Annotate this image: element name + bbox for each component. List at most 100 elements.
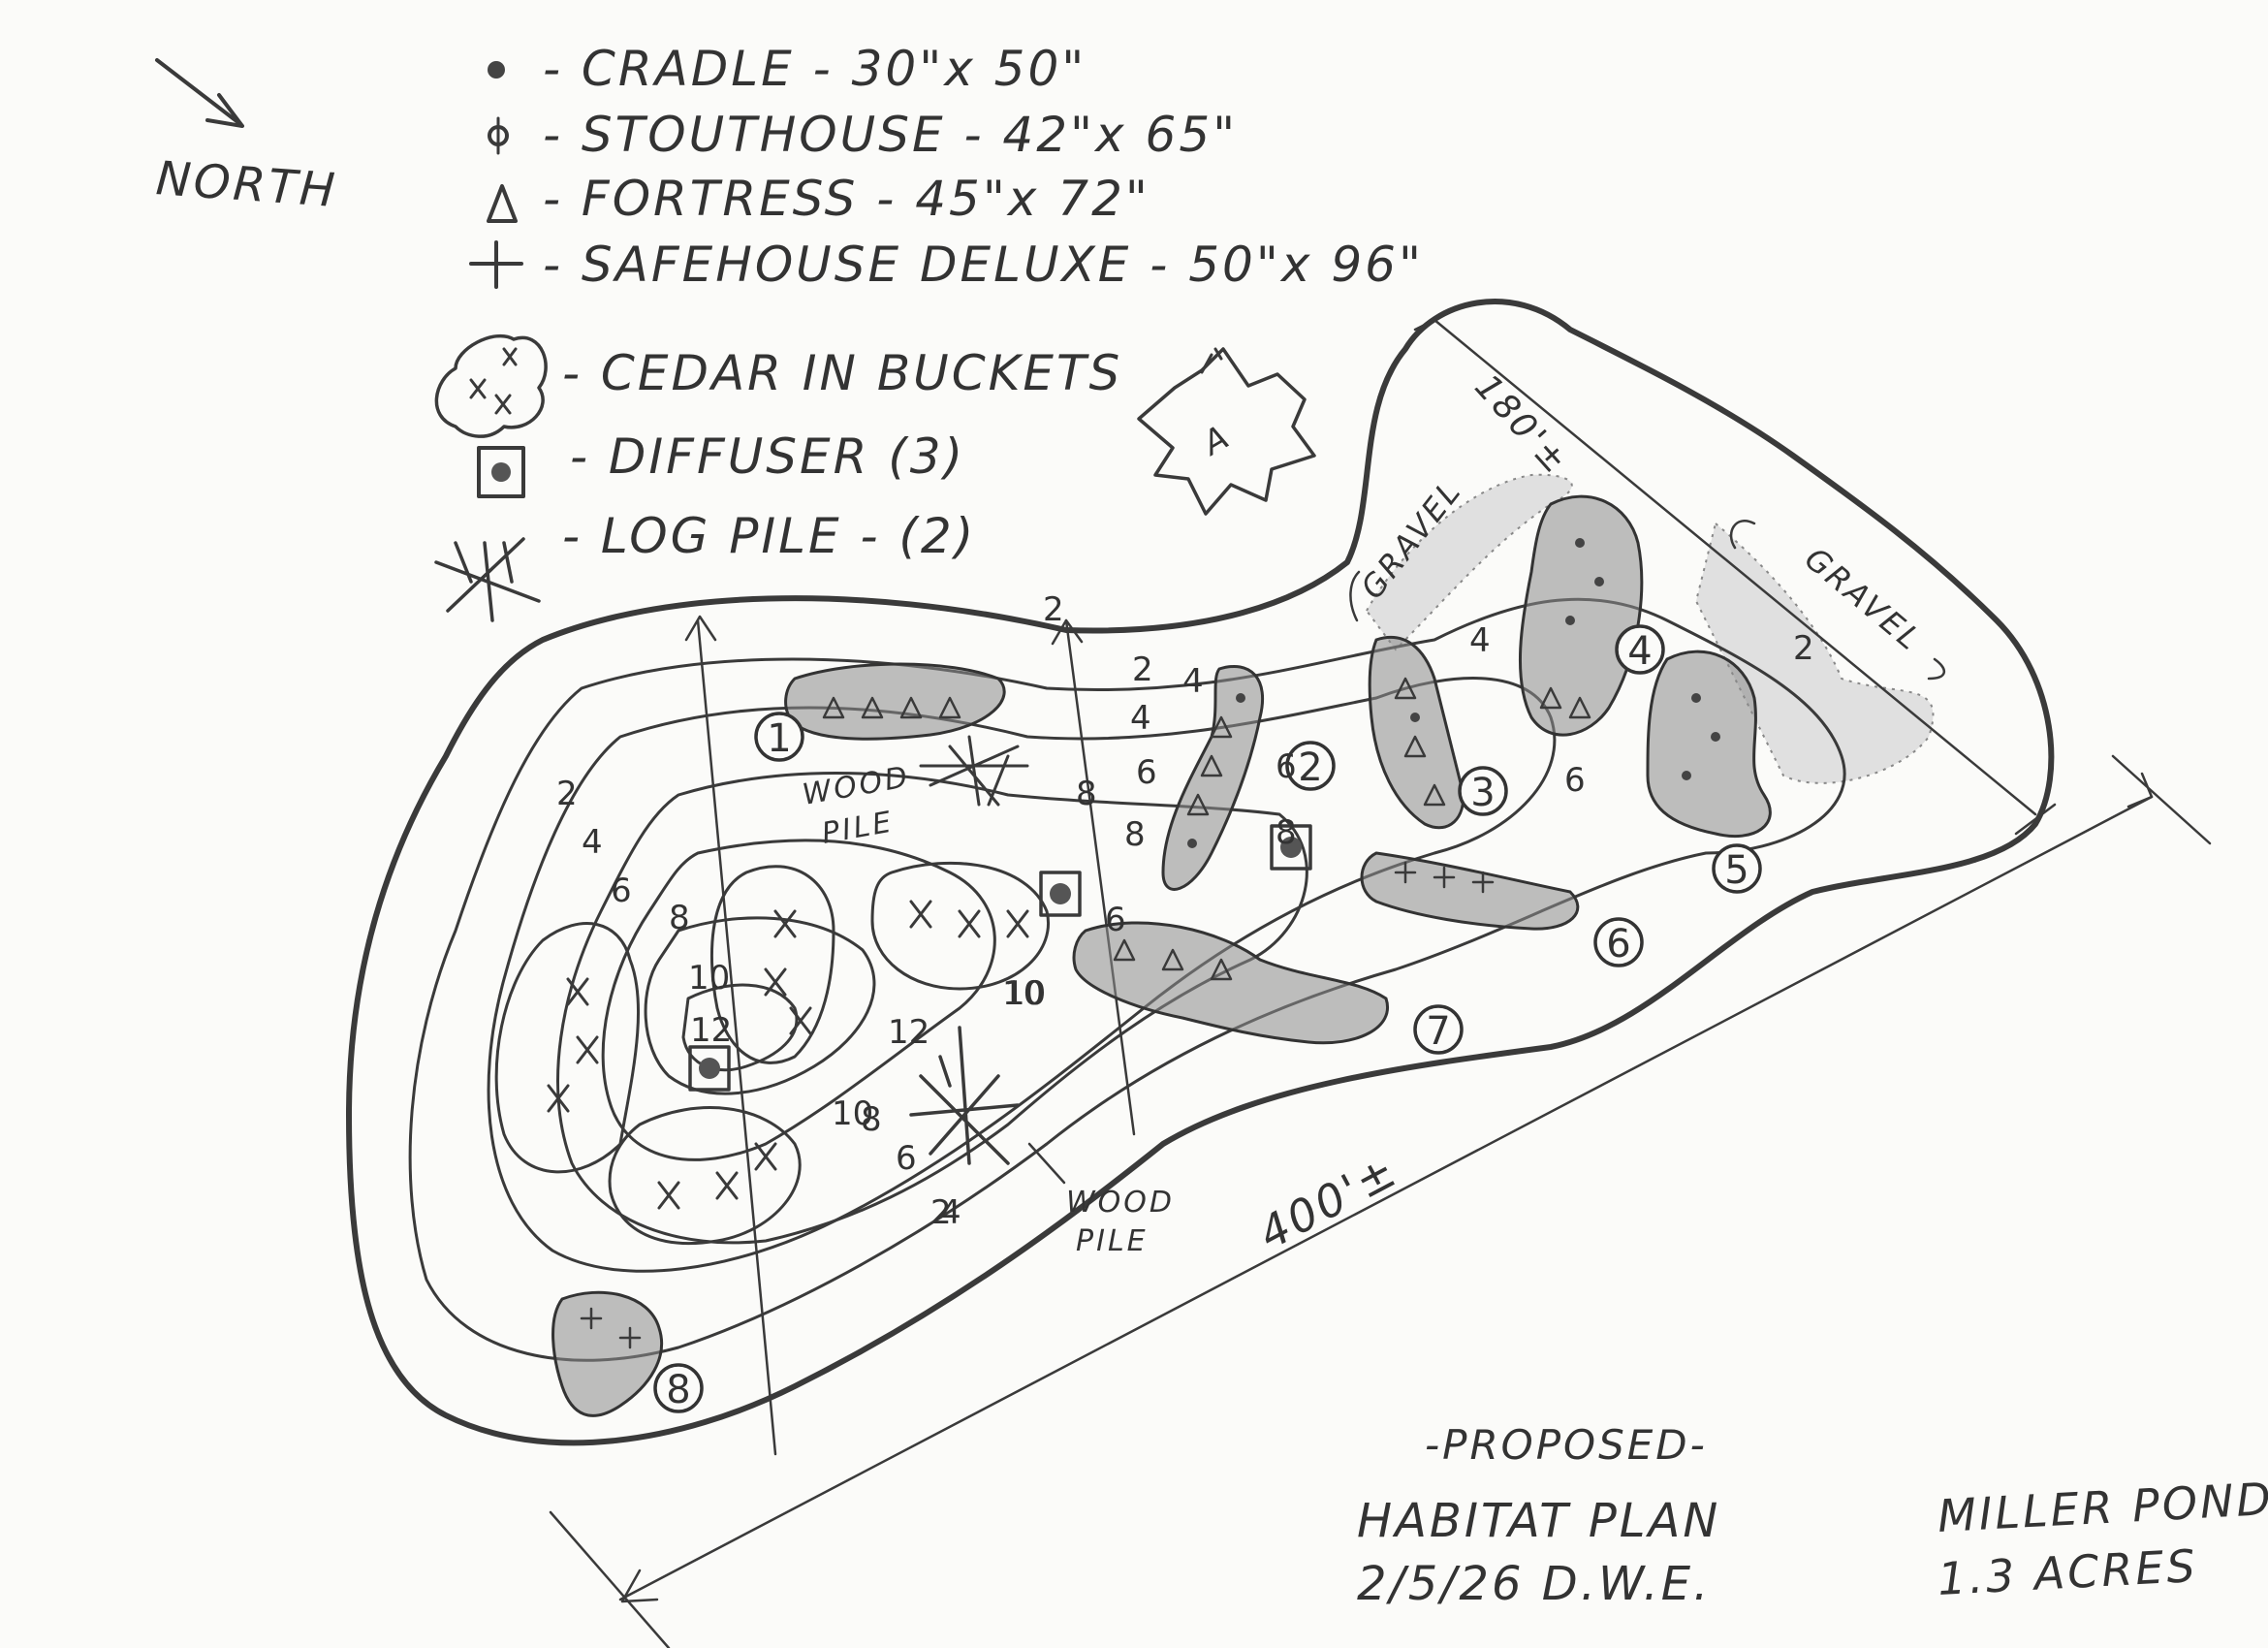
- zone-number: 5: [1724, 848, 1748, 893]
- contour-label: 8: [1076, 775, 1097, 813]
- zone-number: 7: [1426, 1009, 1450, 1054]
- cedar-clusters: [494, 861, 1050, 1246]
- contour-labels: 2 4 6 8 10 12 2 4 6 8 10 12 10 8 6 2 2 4…: [556, 590, 1814, 1232]
- contour-4ft: [487, 677, 1557, 1273]
- title-line-date: 2/5/26 D.W.E.: [1357, 1557, 1711, 1611]
- wood-pile-top-line2: PILE: [819, 805, 897, 850]
- dimension-line-width: [1433, 318, 2037, 816]
- zone-marker-3: 3: [1458, 766, 1508, 816]
- contour-label: 8: [1124, 815, 1146, 854]
- zone-marker-2: 2: [1285, 741, 1336, 791]
- contour-label: 4: [1130, 699, 1151, 738]
- zone-marker-6: 6: [1593, 917, 1644, 967]
- log-pile-icon: [434, 537, 541, 622]
- zone-shape-8: [551, 1290, 664, 1417]
- zone-number: 6: [1606, 922, 1630, 967]
- legend-text-safehouse: - SAFEHOUSE DELUXE - 50"x 96": [543, 237, 1424, 293]
- legend-item-stouthouse: - STOUTHOUSE - 42"x 65": [488, 107, 1235, 163]
- zone-shape-2: [1161, 664, 1265, 891]
- site-block: MILLER POND 1.3 ACRES: [1937, 1473, 2268, 1605]
- dimension-line-length: [618, 795, 2154, 1601]
- filled-dot-icon: [488, 61, 505, 79]
- wood-pile-top-line1: WOOD: [800, 760, 912, 812]
- zone-number: 2: [1298, 745, 1322, 790]
- gravel-area-left: [1365, 473, 1573, 651]
- contour-10ft: [644, 916, 876, 1095]
- contour-label: 6: [1105, 901, 1126, 939]
- cedar-cluster: [709, 865, 835, 1064]
- zone-number: 1: [767, 716, 791, 761]
- contour-label: 2: [1043, 590, 1064, 629]
- north-arrow-icon: [155, 58, 244, 128]
- legend: - CRADLE - 30"x 50" - STOUTHOUSE - 42"x …: [434, 41, 1424, 622]
- log-pile-top: [919, 735, 1029, 807]
- zone-marker-8: 8: [653, 1363, 704, 1413]
- section-line-right: [1064, 618, 1136, 1136]
- dimension-width-label: 180'±: [1466, 367, 1576, 483]
- dimension-length-label: 400'±: [1250, 1144, 1406, 1260]
- legend-text-cedar: - CEDAR IN BUCKETS: [562, 345, 1122, 401]
- triangle-icon: [487, 184, 518, 223]
- habitat-structure-zones: 1 2 3 4 5 6 7 8: [551, 494, 1772, 1417]
- plus-icon: [469, 240, 523, 289]
- cedar-cluster: [870, 861, 1050, 991]
- legend-item-diffuser: - DIFFUSER (3): [477, 428, 965, 498]
- legend-item-log-pile: - LOG PILE - (2): [434, 508, 976, 622]
- contour-label: 8: [669, 899, 690, 937]
- contour-label: 10: [688, 959, 730, 998]
- cedar-cluster: [608, 1106, 802, 1246]
- zone-marker-7: 7: [1413, 1004, 1464, 1055]
- log-pile-bottom: [909, 1026, 1020, 1165]
- diffuser: [688, 1045, 731, 1092]
- legend-text-diffuser: - DIFFUSER (3): [570, 428, 965, 485]
- legend-text-log-pile: - LOG PILE - (2): [562, 508, 976, 564]
- diffuser-icon: [477, 446, 525, 498]
- cedar-cluster-icon: [434, 333, 548, 438]
- pond-shoreline: [346, 299, 2055, 1446]
- shape-symbol: A: [1137, 347, 1316, 516]
- contour-label: 6: [896, 1139, 917, 1178]
- zone-shape-4: [1519, 494, 1644, 737]
- legend-item-cedar: - CEDAR IN BUCKETS: [434, 333, 1122, 438]
- dimension-lines: [549, 308, 2212, 1648]
- contour-label: 2: [556, 775, 578, 813]
- contour-label: 6: [1564, 761, 1586, 800]
- north-label: NORTH: [154, 151, 339, 218]
- contour-6ft: [556, 772, 1308, 1245]
- contour-label: 10: [1002, 974, 1044, 1013]
- contour-label: 12: [690, 1011, 732, 1050]
- zone-marker-1: 1: [754, 712, 804, 762]
- diffuser: [1039, 871, 1082, 917]
- contour-label: 8: [1276, 813, 1297, 852]
- zone-shape-6: [1360, 851, 1580, 931]
- contour-label: 4: [1469, 621, 1491, 660]
- contour-label: 12: [888, 1013, 929, 1052]
- zone-marker-4: 4: [1615, 624, 1665, 675]
- contour-label: 4: [582, 823, 603, 862]
- legend-item-safehouse: - SAFEHOUSE DELUXE - 50"x 96": [469, 237, 1424, 293]
- legend-text-fortress: - FORTRESS - 45"x 72": [543, 171, 1150, 227]
- diffuser: [1270, 824, 1312, 871]
- site-area: 1.3 ACRES: [1937, 1539, 2199, 1605]
- contour-label: 2: [1132, 650, 1153, 689]
- contour-label: 2: [930, 1193, 952, 1232]
- zone-number: 3: [1470, 771, 1495, 815]
- zone-shape-7: [1072, 921, 1389, 1045]
- contour-label: 4: [1182, 662, 1204, 701]
- zone-shape-3: [1368, 635, 1465, 830]
- legend-item-fortress: - FORTRESS - 45"x 72": [487, 171, 1150, 227]
- contour-label: 10: [832, 1094, 873, 1133]
- contour-label: 8: [861, 1100, 882, 1139]
- cedar-cluster: [494, 922, 641, 1174]
- wood-pile-bottom-line1: WOOD: [1066, 1186, 1175, 1220]
- contour-label: 2: [1793, 629, 1814, 668]
- contour-label: 6: [1276, 747, 1297, 786]
- legend-text-cradle: - CRADLE - 30"x 50": [543, 41, 1087, 97]
- zone-number: 8: [666, 1368, 690, 1412]
- title-block: -PROPOSED- HABITAT PLAN 2/5/26 D.W.E.: [1357, 1421, 1717, 1611]
- wood-pile-bottom-line2: PILE: [1076, 1224, 1149, 1258]
- section-line-left: [696, 618, 777, 1456]
- title-line-proposed: -PROPOSED-: [1425, 1421, 1708, 1469]
- contour-label: 6: [1136, 753, 1157, 792]
